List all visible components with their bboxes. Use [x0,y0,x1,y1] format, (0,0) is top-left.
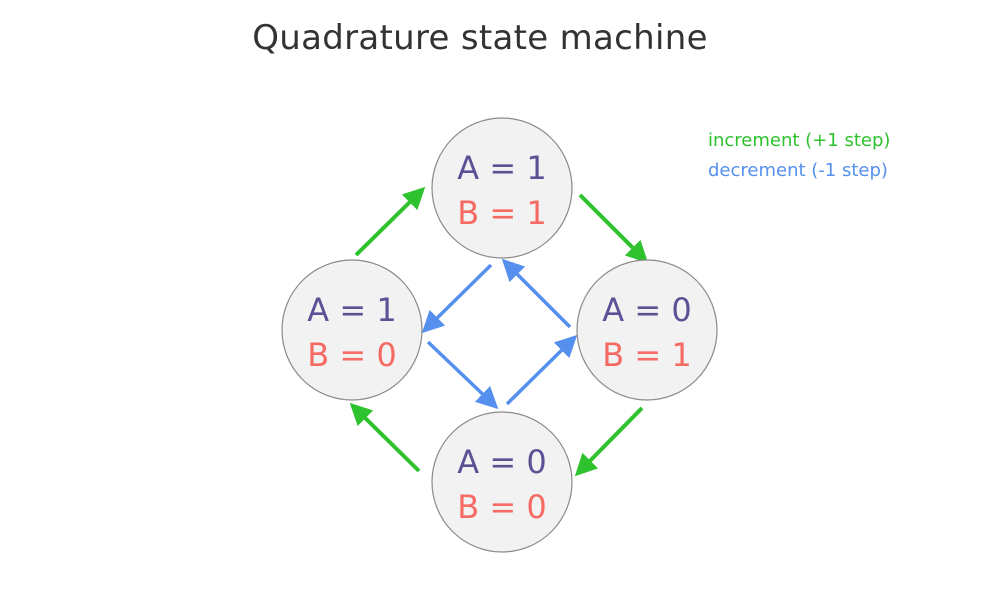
state-b-value: B = 0 [457,488,546,526]
state-node-left: A = 1 B = 0 [281,259,423,401]
state-node-right: A = 0 B = 1 [576,259,718,401]
state-b-value: B = 1 [602,336,691,374]
increment-arrow-bottom-to-left [349,402,421,473]
state-b-value: B = 1 [457,194,546,232]
diagram-title: Quadrature state machine [252,18,708,58]
increment-arrow-left-to-top [354,186,426,257]
decrement-arrow-left-to-bottom [426,340,499,410]
state-node-bottom: A = 0 B = 0 [431,411,573,553]
state-b-value: B = 0 [307,336,396,374]
legend-increment: increment (+1 step) [708,130,891,151]
decrement-arrow-right-to-top [501,258,572,329]
state-a-value: A = 0 [602,291,691,329]
state-a-value: A = 0 [457,443,546,481]
state-circle [431,117,573,259]
increment-arrow-right-to-bottom [574,406,644,477]
state-node-top: A = 1 B = 1 [431,117,573,259]
legend: increment (+1 step) decrement (-1 step) [708,126,890,186]
decrement-arrow-top-to-left [421,263,493,334]
state-a-value: A = 1 [457,149,546,187]
state-circle [576,259,718,401]
state-a-value: A = 1 [307,291,396,329]
state-circle [281,259,423,401]
decrement-arrow-bottom-to-right [505,334,578,406]
legend-decrement: decrement (-1 step) [708,160,888,181]
increment-arrow-top-to-right [578,193,649,264]
state-circle [431,411,573,553]
